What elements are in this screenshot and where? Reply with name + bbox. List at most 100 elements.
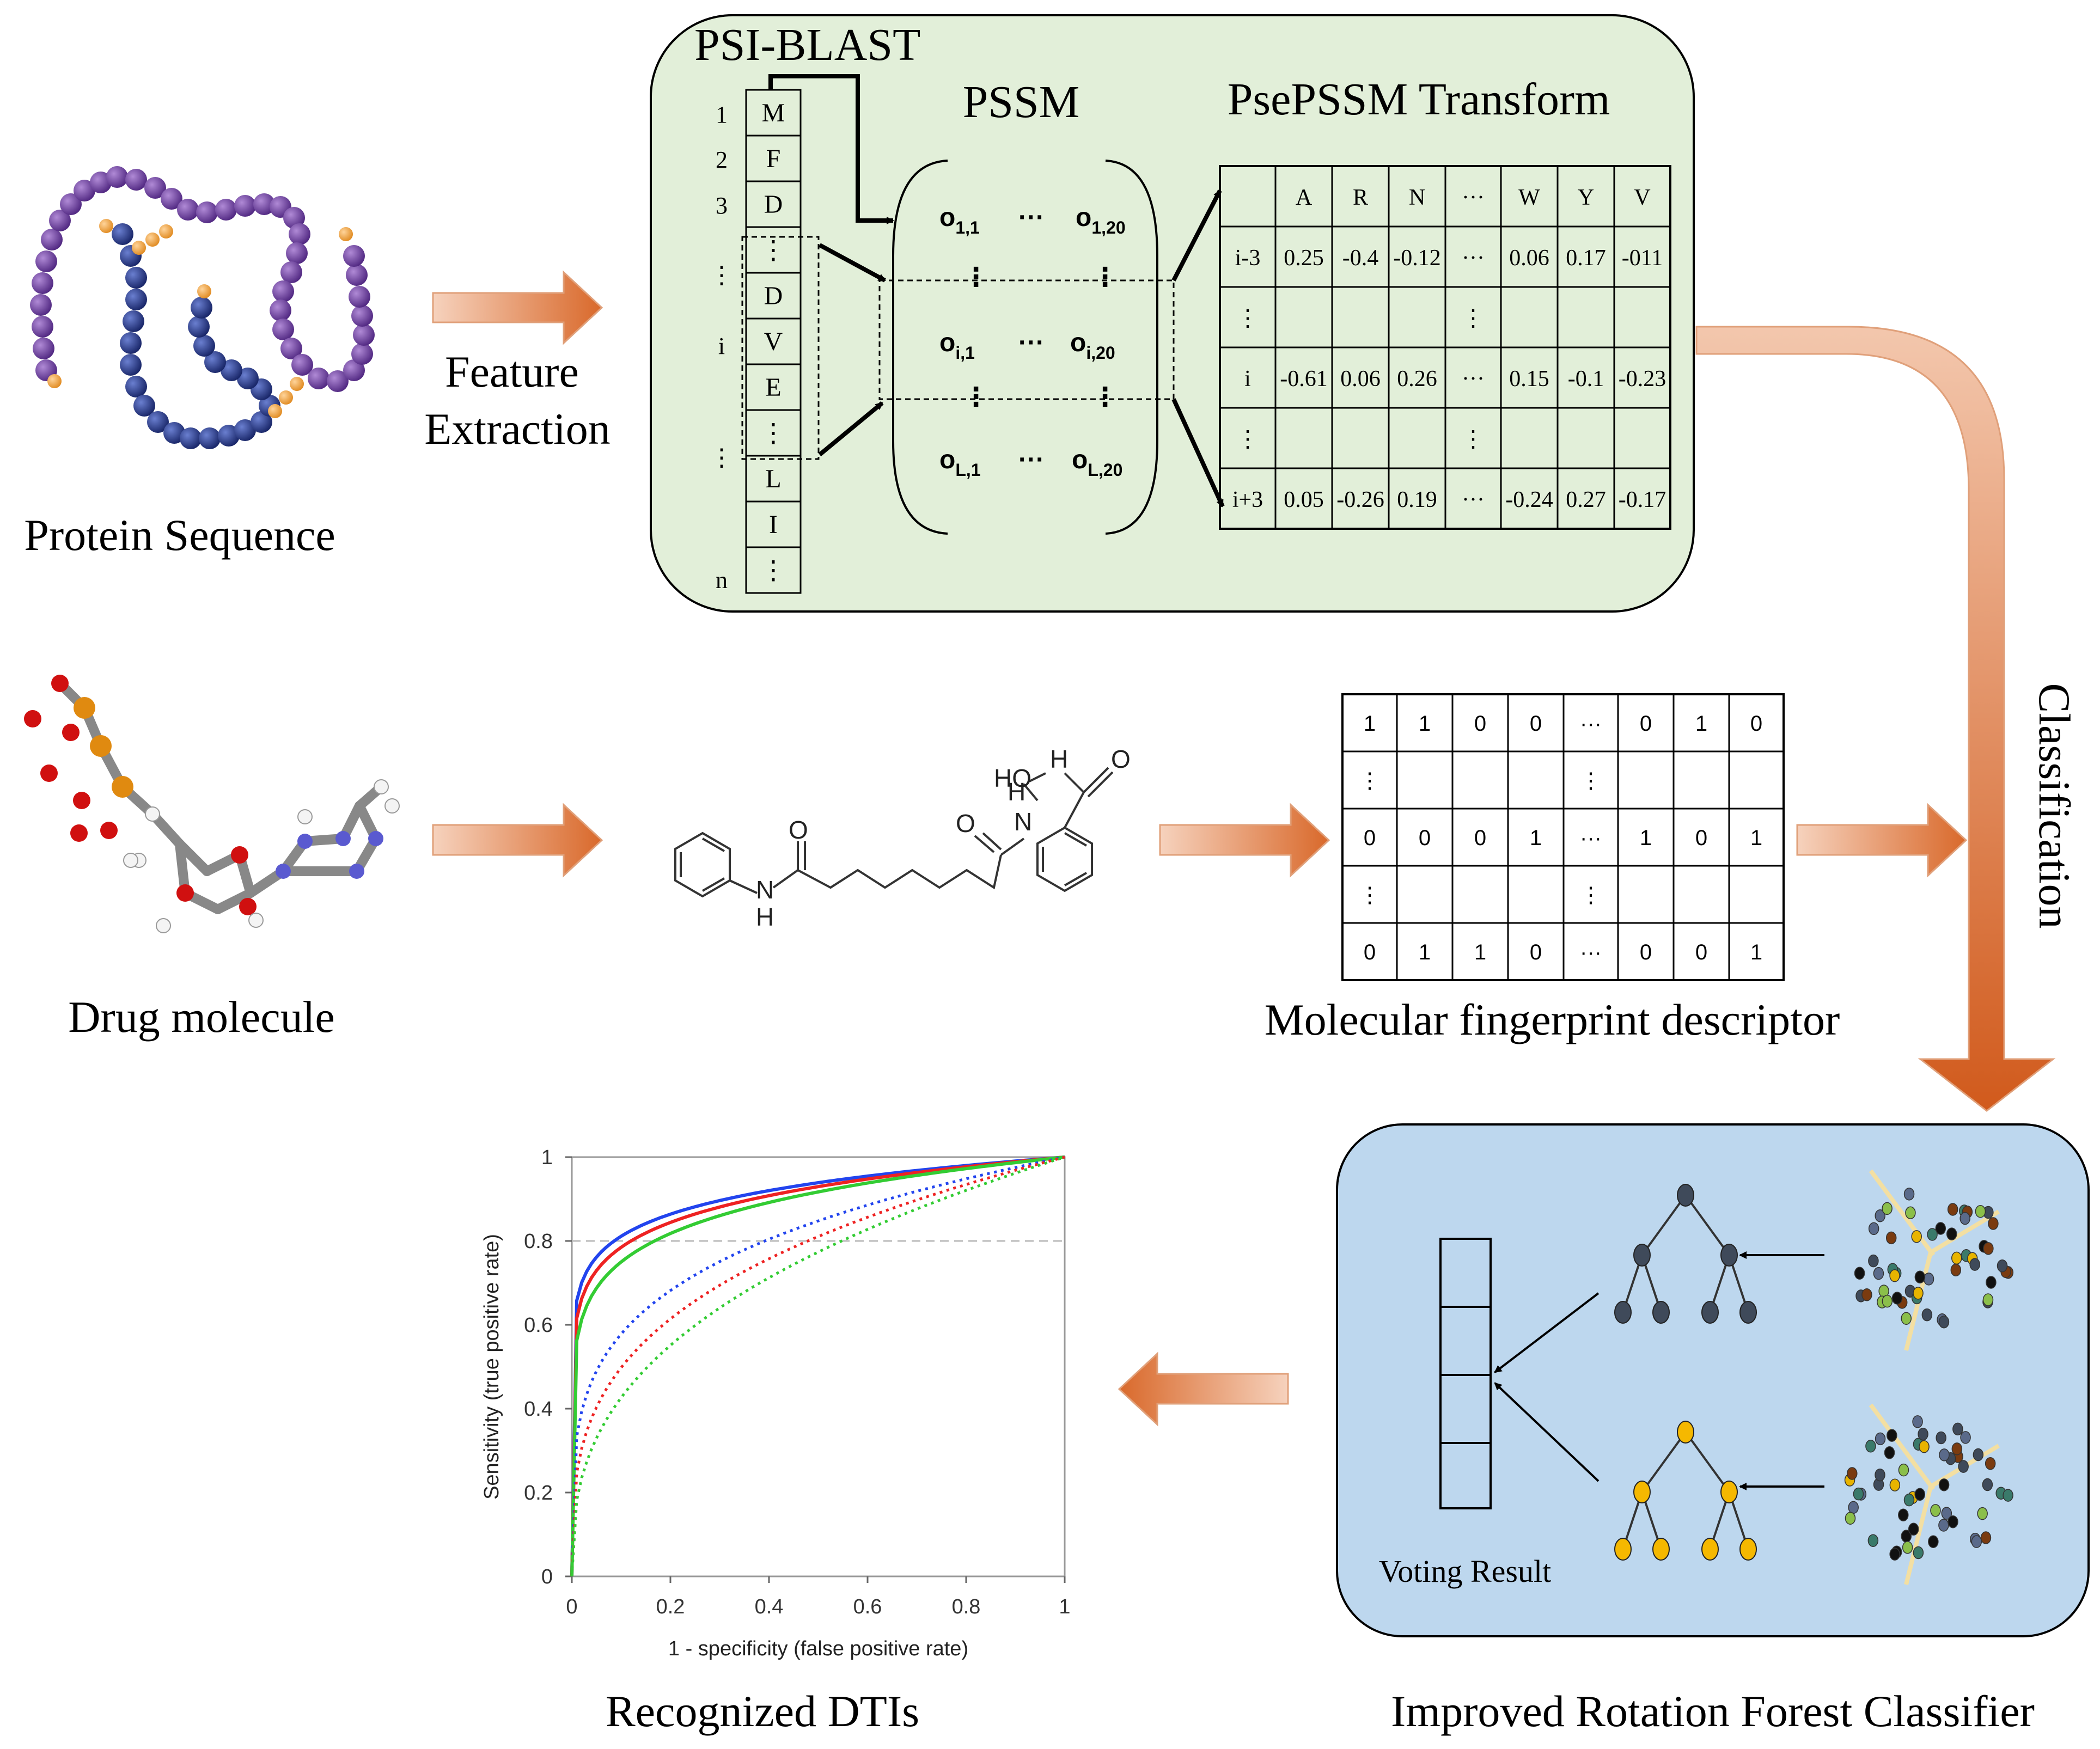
psepssm-cell: -0.1 [1568,366,1604,392]
sequence-residue: E [765,373,781,402]
data-point [1938,1478,1950,1491]
psepssm-cell: i [1244,366,1251,392]
data-point [1848,1501,1859,1514]
improved-rf-label: Improved Rotation Forest Classifier [1391,1686,2035,1736]
data-point [1875,1468,1885,1482]
fingerprint-cell: 0 [1750,712,1762,736]
psepssm-cell: ··· [1462,366,1485,392]
fingerprint-cell: ⋮ [1580,883,1602,907]
purple-residue-bead [74,180,95,201]
psepssm-cell: ··· [1462,246,1485,271]
orange-residue-bead [145,233,160,247]
protein-sequence-label: Protein Sequence [24,510,335,560]
gray-tree-edge [1684,1194,1730,1256]
psepssm-cell: 0.26 [1397,366,1437,392]
fingerprint-cell: 0 [1474,712,1486,736]
svg-text:···: ··· [1018,203,1045,232]
purple-residue-bead [161,188,182,210]
svg-text:O: O [789,816,808,844]
sequence-cell [745,180,802,228]
roc-x-tick-label: 0.4 [755,1595,784,1618]
data-point [1875,1432,1886,1446]
fingerprint-cell: 0 [1364,940,1376,964]
purple-residue-bead [177,199,199,221]
psepssm-cell: -0.17 [1619,487,1666,512]
sequence-row-number: ⋮ [710,262,734,289]
data-point [1985,1457,1996,1470]
data-point [1959,1212,1970,1225]
data-point [1882,1294,1893,1308]
feature-label-line2: Extraction [424,404,611,454]
data-point [1889,1548,1900,1561]
fingerprint-cell: 0 [1640,940,1652,964]
psepssm-cell: 0.05 [1284,487,1324,512]
data-point [1845,1512,1856,1525]
orange-residue-bead [339,227,353,241]
data-point [1950,1263,1962,1277]
orange-residue-bead [268,404,282,418]
hydrogen-atom [248,913,264,928]
psepssm-cell: -0.12 [1393,246,1441,271]
purple-residue-bead [349,286,370,308]
fingerprint-cell: ··· [1580,712,1602,736]
pssm-arrow-bottom [1171,398,1225,507]
phosphorus-atom [74,697,95,719]
data-point [1902,1541,1913,1554]
svg-text:O: O [1111,745,1131,773]
purple-residue-bead [33,338,54,359]
svg-text:⋮: ⋮ [1092,383,1118,412]
psepssm-cell: ⋮ [1462,427,1485,452]
svg-text:O: O [956,809,975,837]
psepssm-cell: 0.06 [1509,246,1549,271]
oxygen-atom [176,884,194,902]
hydrogen-atom [374,779,389,794]
svg-text:···: ··· [1018,328,1045,357]
data-point [1914,1488,1926,1501]
pssm-right-bracket [1105,160,1158,535]
data-point [1982,1478,1993,1491]
roc-x-tick-label: 0 [566,1595,577,1618]
orange-residue-bead [47,374,62,388]
roc-y-tick-label: 1 [541,1146,553,1169]
pssm-left-bracket [892,160,948,535]
yellow-tree-node [1614,1538,1632,1561]
fingerprint-cell: 0 [1419,826,1431,850]
purple-residue-bead [289,223,310,245]
psepssm-cell: R [1353,185,1368,210]
purple-residue-bead [106,166,128,188]
purple-residue-bead [272,319,294,340]
psepssm-cell: ··· [1462,487,1485,512]
navy-residue-bead [188,316,210,338]
purple-residue-bead [30,294,52,316]
data-point [1928,1535,1939,1548]
data-point [1912,1415,1923,1428]
purple-residue-bead [144,177,166,199]
psepssm-cell: A [1296,185,1312,210]
pssm-window-band [878,279,1175,400]
fingerprint-cell: 1 [1419,940,1431,964]
fingerprint-cell: 0 [1474,826,1486,850]
svg-text:⋮: ⋮ [1092,263,1118,292]
sequence-residue: ⋮ [760,556,786,585]
data-point [1887,1429,1897,1442]
data-point [1903,1493,1915,1507]
psepssm-cell: 0.15 [1509,366,1549,392]
rotation-axis-line [1869,1169,1936,1257]
psepssm-transform-label: PsePSSM Transform [1228,74,1610,125]
orange-residue-bead [290,377,304,391]
data-point [1873,1267,1884,1280]
psepssm-cell: i+3 [1232,487,1263,512]
feature-subspace-scatters [1844,1169,2014,1585]
data-point [1930,1504,1941,1517]
fingerprint-cell: 0 [1640,712,1652,736]
psi-blast-connector [768,74,894,224]
oxygen-atom [73,792,90,809]
fingerprint-cell: 1 [1364,712,1376,736]
orange-residue-bead [197,284,211,298]
data-point [1898,1463,1909,1477]
feature-extraction-arrow [432,270,603,345]
data-point [1941,1507,1952,1520]
data-point [1946,1227,1957,1240]
roc-x-tick-label: 0.2 [656,1595,685,1618]
